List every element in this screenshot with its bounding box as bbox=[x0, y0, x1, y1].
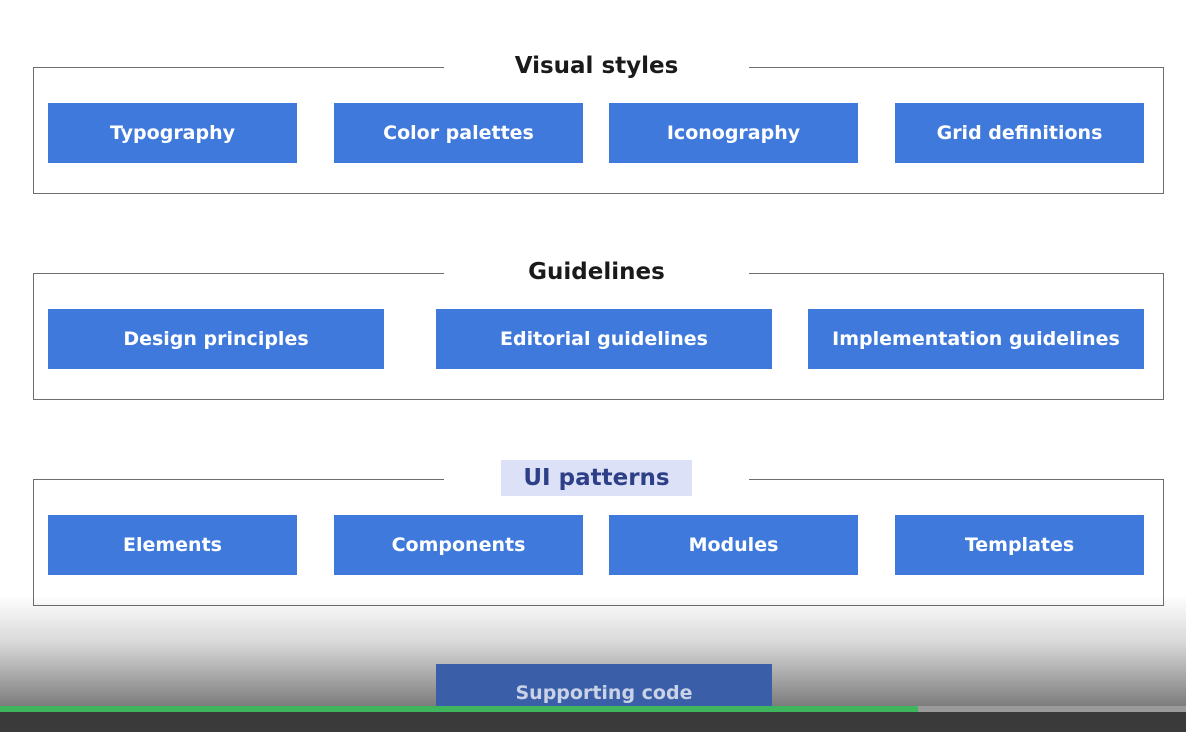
visual-styles-title: Visual styles bbox=[444, 46, 749, 86]
elements-node: Elements bbox=[48, 515, 297, 575]
guidelines-title: Guidelines bbox=[444, 252, 749, 292]
grid-definitions-node: Grid definitions bbox=[895, 103, 1144, 163]
guidelines-title-text: Guidelines bbox=[528, 259, 665, 285]
implementation-guidelines-node: Implementation guidelines bbox=[808, 309, 1144, 369]
ui-patterns-title-text: UI patterns bbox=[501, 460, 692, 496]
color-palettes-node: Color palettes bbox=[334, 103, 583, 163]
video-progress-fill bbox=[0, 706, 918, 712]
design-principles-node: Design principles bbox=[48, 309, 384, 369]
iconography-node: Iconography bbox=[609, 103, 858, 163]
video-player-controls bbox=[0, 712, 1186, 732]
typography-node: Typography bbox=[48, 103, 297, 163]
components-node: Components bbox=[334, 515, 583, 575]
video-progress-bar[interactable] bbox=[0, 706, 1186, 712]
editorial-guidelines-node: Editorial guidelines bbox=[436, 309, 772, 369]
visual-styles-title-text: Visual styles bbox=[514, 53, 679, 79]
ui-patterns-title: UI patterns bbox=[444, 458, 749, 498]
templates-node: Templates bbox=[895, 515, 1144, 575]
modules-node: Modules bbox=[609, 515, 858, 575]
